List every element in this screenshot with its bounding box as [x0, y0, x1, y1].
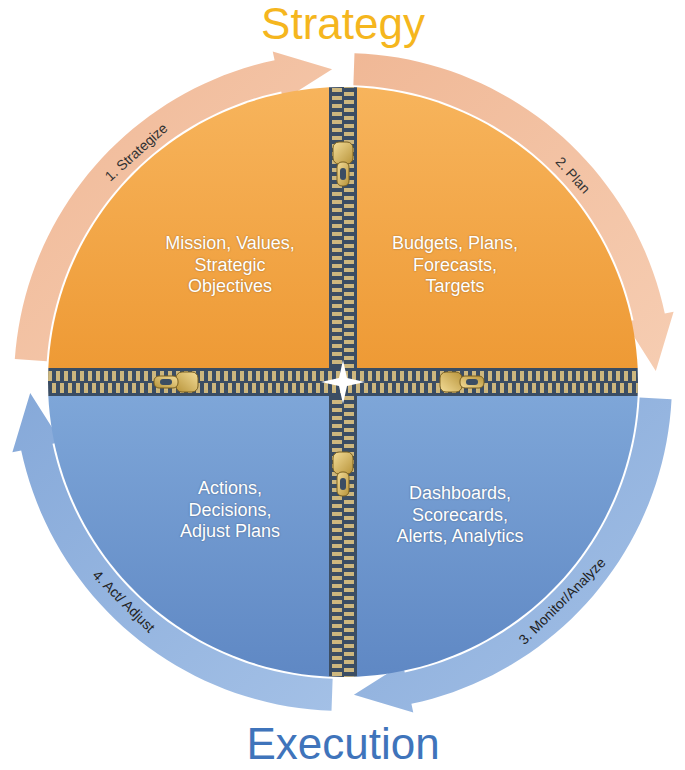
zipper-teeth [43, 368, 643, 396]
zipper-pull [333, 142, 353, 186]
quadrant-text: Actions, Decisions, Adjust Plans [168, 478, 293, 543]
section-heading: Execution [246, 722, 439, 766]
quadrant-segment: Dashboards, Scorecards, Alerts, Analytic… [343, 382, 638, 677]
cycle-arrows [12, 51, 673, 712]
zipper-pull [333, 452, 353, 496]
quadrant-segment: Actions, Decisions, Adjust Plans [48, 382, 343, 677]
quadrant-fill [48, 396, 329, 677]
zipper-pull [154, 372, 198, 392]
quadrant-text: Budgets, Plans, Forecasts, Targets [385, 233, 525, 298]
quadrant-fill [48, 87, 329, 368]
quadrant-text: Dashboards, Scorecards, Alerts, Analytic… [395, 483, 525, 548]
quadrant-fill [357, 396, 638, 677]
zipper-cross [43, 82, 643, 682]
quadrant-segment: Budgets, Plans, Forecasts, Targets [343, 87, 638, 382]
section-heading: Strategy [261, 2, 425, 46]
zipper-pull [440, 372, 484, 392]
quadrant-text: Mission, Values, Strategic Objectives [155, 233, 305, 298]
zipper-band [43, 368, 643, 396]
cycle-arrow [353, 53, 673, 371]
quadrant-segment: Mission, Values, Strategic Objectives [48, 87, 343, 382]
quadrant-fill [357, 87, 638, 368]
cycle-arrow [12, 393, 332, 711]
